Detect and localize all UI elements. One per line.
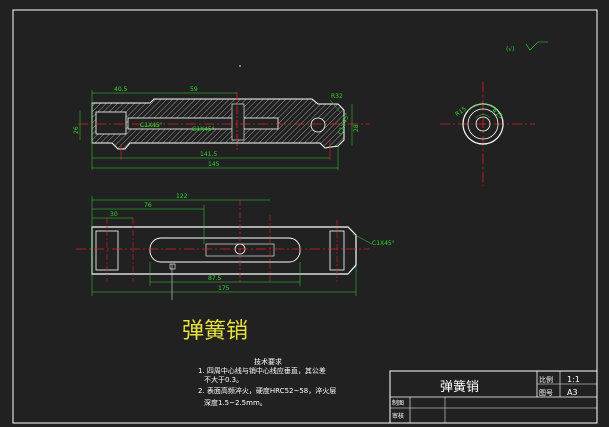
chamfer-label-2: C1X45° <box>192 126 215 133</box>
titleblock-sheet-label: 图号 <box>539 389 553 397</box>
dim-30: 30 <box>110 211 118 218</box>
titleblock-scale-value: 1:1 <box>567 375 580 384</box>
dim-28: 28 <box>353 124 360 132</box>
dim-76: 76 <box>144 202 152 209</box>
dim-r32: R32 <box>331 93 343 100</box>
notes-line-4: 深度1.5~2.5mm。 <box>204 398 267 407</box>
dim-59: 59 <box>190 86 198 93</box>
titleblock-scale-label: 比例 <box>539 375 553 384</box>
title-block: 弹簧销 比例 1:1 图号 A3 制图 审核 <box>389 370 598 424</box>
titleblock-check-label: 审核 <box>392 412 404 420</box>
cursor-dot <box>239 65 241 67</box>
side-view: R15 R25 <box>440 82 535 186</box>
titleblock-name: 弹簧销 <box>440 379 479 395</box>
chamfer-label-1: C1X45° <box>140 122 163 129</box>
notes-heading: 技术要求 <box>254 357 282 366</box>
notes-line-3: 2. 表面高频淬火，硬度HRC52~58，淬火层 <box>198 386 336 395</box>
top-chamfer-label: C1X45° <box>372 240 395 247</box>
technical-notes: 技术要求 1. 四周中心线与销中心线应垂直，其公差 不大于0.3。 2. 表面高… <box>198 357 336 407</box>
sheet-border <box>12 9 598 424</box>
notes-line-1: 1. 四周中心线与销中心线应垂直，其公差 <box>198 366 326 375</box>
surface-roughness-mark: (√) <box>506 41 548 53</box>
titleblock-sheet-value: A3 <box>567 388 578 397</box>
dim-r15: R15 <box>454 106 468 119</box>
notes-line-2: 不大于0.3。 <box>204 375 243 384</box>
drawing-title: 弹簧销 <box>182 319 248 344</box>
dim-122: 122 <box>176 193 188 200</box>
dim-145: 145 <box>208 161 220 168</box>
dim-40-5: 40.5 <box>114 86 128 93</box>
svg-text:(√): (√) <box>506 46 515 53</box>
dim-175: 175 <box>218 285 230 292</box>
titleblock-drawn-label: 制图 <box>392 399 404 407</box>
dim-87-5: 87.5 <box>208 275 222 282</box>
dim-26: 26 <box>73 126 80 134</box>
top-view: 122 76 30 87.5 175 C1X45° <box>76 193 395 300</box>
front-view: 40.5 59 141.5 145 26 28 R32 C1X45° C1X45… <box>73 86 370 170</box>
dim-141-5: 141.5 <box>200 151 217 158</box>
